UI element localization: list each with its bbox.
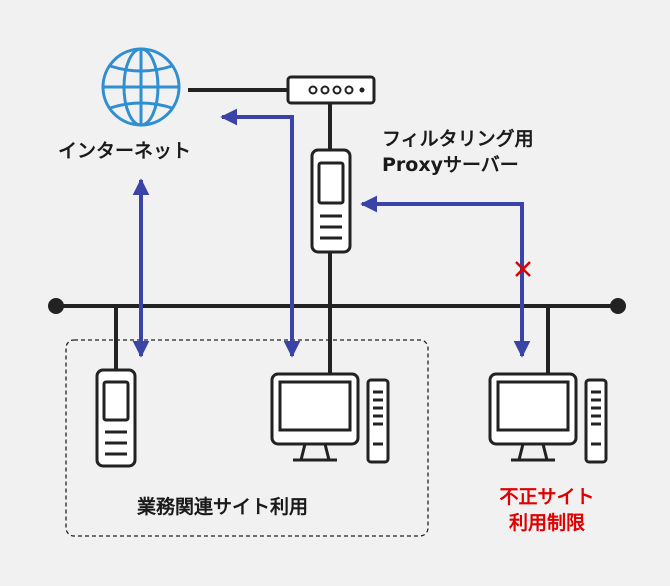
blocked-label-line1: 不正サイト xyxy=(499,486,595,508)
blocked-label-line2: 利用制限 xyxy=(508,512,585,534)
blocked-route-arrow xyxy=(360,195,531,358)
server-icon xyxy=(95,368,137,468)
globe-icon xyxy=(101,47,181,127)
business-group-label: 業務関連サイト利用 xyxy=(137,496,309,518)
backbone-end-right xyxy=(610,298,626,314)
desktop-pc-icon xyxy=(488,372,608,464)
flow-arrows xyxy=(132,108,531,358)
desktop-pc-icon xyxy=(270,372,390,464)
backbone-end-left xyxy=(48,298,64,314)
proxy-label-line1: フィルタリング用 xyxy=(382,128,534,150)
blocked-x-icon xyxy=(515,261,531,277)
internet-label: インターネット xyxy=(58,140,192,162)
proxy-route-arrow xyxy=(220,108,301,358)
business-group-boundary xyxy=(65,339,429,537)
router-icon xyxy=(286,75,376,105)
proxy-label-line2: Proxyサーバー xyxy=(382,154,519,176)
server-icon xyxy=(310,148,352,254)
